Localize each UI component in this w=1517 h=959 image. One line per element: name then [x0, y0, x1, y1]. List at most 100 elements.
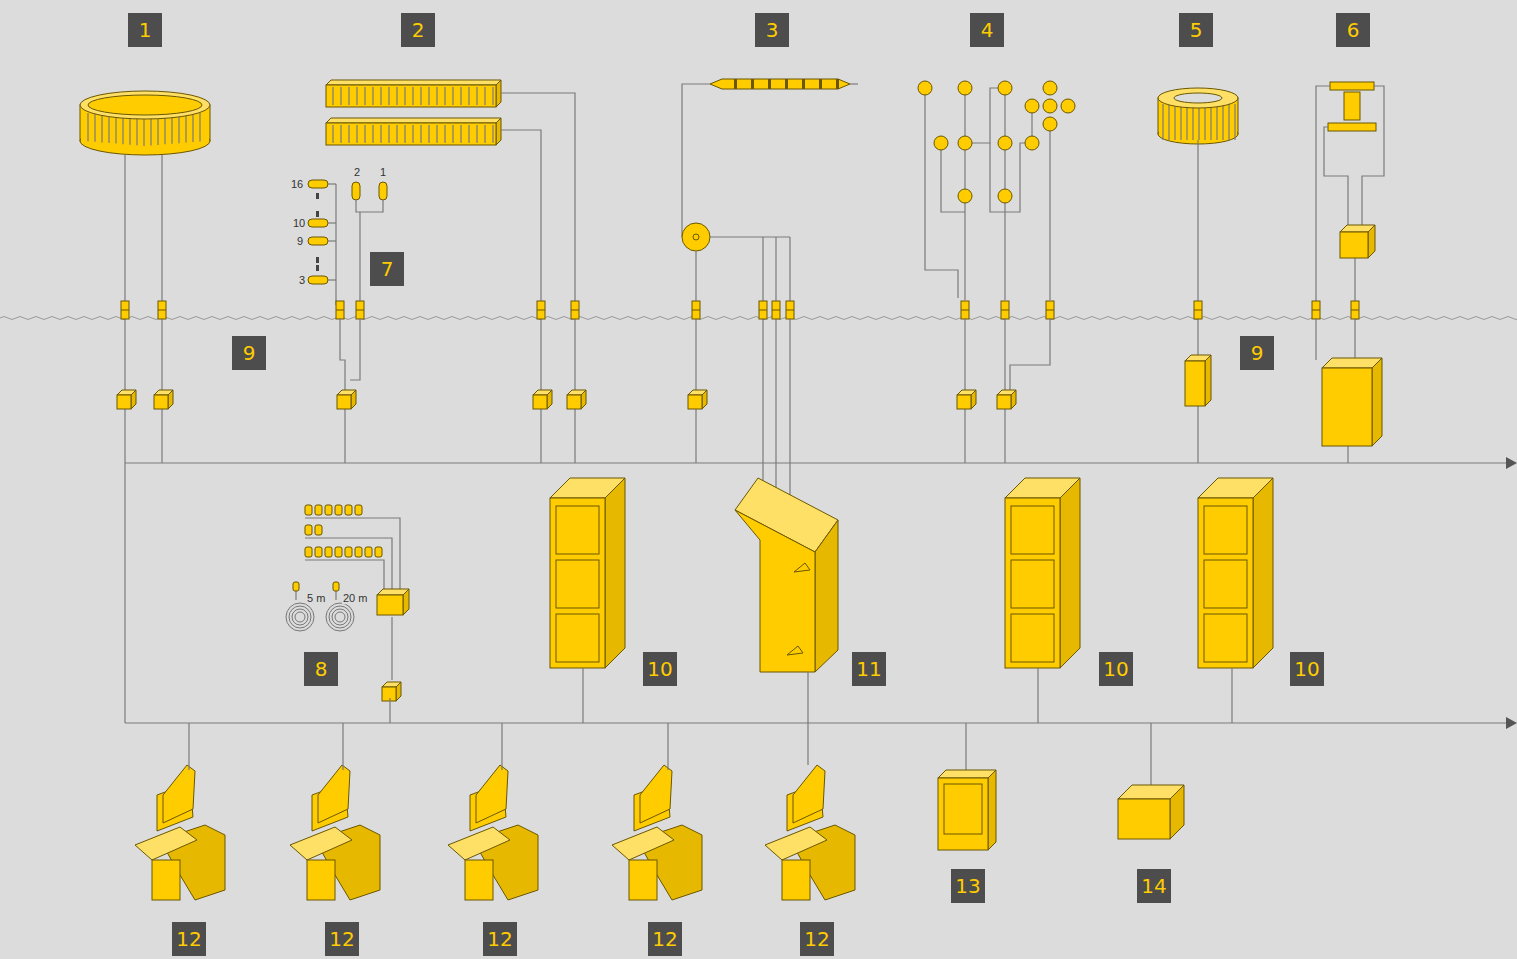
mast-unit — [1344, 92, 1360, 120]
callout-number: 4 — [970, 13, 1004, 47]
callout-number: 3 — [755, 13, 789, 47]
sensor — [308, 276, 328, 284]
transducer — [355, 547, 362, 557]
transducer — [345, 505, 352, 515]
transducer — [345, 547, 352, 557]
cylinder-rib — [108, 113, 109, 143]
array-segment — [768, 79, 771, 89]
cabinet-door — [1204, 560, 1247, 608]
callout-number: 12 — [172, 922, 206, 956]
cabinet-door — [556, 506, 599, 554]
cabinet-door — [1011, 614, 1054, 662]
arrow-head — [1506, 457, 1517, 469]
display-panel-top — [938, 770, 996, 778]
cylinder-rib — [94, 113, 95, 142]
cable-connector — [759, 301, 767, 319]
cable-connector — [356, 301, 364, 319]
hydrophone — [1043, 81, 1057, 95]
cable-connector — [772, 301, 780, 319]
power-cabinet-side — [1372, 358, 1382, 446]
terminal-desk — [448, 827, 510, 860]
wire — [359, 212, 360, 305]
hydrophone — [934, 136, 948, 150]
drum-top — [1158, 88, 1238, 108]
wire — [1150, 723, 1151, 785]
cable-connector — [336, 301, 344, 319]
connector-joint — [786, 310, 794, 311]
wire — [1362, 86, 1384, 230]
bar-rib — [484, 87, 485, 105]
cable-connector — [1351, 301, 1359, 319]
terminal-front — [782, 860, 810, 900]
bar-rib — [436, 87, 437, 105]
control-unit-front — [1340, 232, 1368, 258]
wire — [501, 93, 575, 463]
bar-rib — [484, 125, 485, 143]
bar-rib — [476, 87, 477, 105]
connector-joint — [356, 310, 364, 311]
sensor — [379, 182, 387, 200]
transducer — [305, 505, 312, 515]
transducer — [315, 505, 322, 515]
reel-hub — [693, 234, 699, 240]
hydrophone — [958, 81, 972, 95]
cable-connector — [1194, 301, 1202, 319]
sensor-label: 1 — [379, 166, 387, 178]
cabinet-door — [556, 614, 599, 662]
wire — [305, 560, 384, 590]
hydrophone — [918, 81, 932, 95]
bar-rib — [340, 87, 341, 105]
wire — [188, 723, 189, 770]
bar-rib — [396, 125, 397, 143]
sensor — [308, 219, 328, 227]
connector-joint — [571, 310, 579, 311]
bar-rib — [452, 125, 453, 143]
power-cabinet-front — [1322, 368, 1372, 446]
server-box-front — [1118, 799, 1170, 839]
cabinet-side — [605, 478, 625, 668]
bar-rib — [428, 125, 429, 143]
wire — [1315, 318, 1316, 360]
hydrophone — [1043, 99, 1057, 113]
wire — [389, 698, 390, 723]
wire — [775, 237, 776, 500]
bar-rib — [436, 125, 437, 143]
cylinder-rib — [199, 113, 200, 141]
kiosk-vent — [794, 563, 810, 572]
bar-antenna-front — [326, 123, 496, 145]
bar-rib — [420, 125, 421, 143]
sensor-gap-dot — [316, 265, 319, 271]
transducer — [315, 547, 322, 557]
hydrophone — [1025, 99, 1039, 113]
towed-array — [710, 79, 850, 89]
drum-rib — [1204, 104, 1205, 140]
wire — [350, 318, 360, 380]
array-segment — [751, 79, 754, 89]
cabinet-side — [1060, 478, 1080, 668]
terminal-desk — [765, 827, 827, 860]
display-screen — [944, 784, 982, 834]
connector-joint — [1351, 310, 1359, 311]
cable-connector — [786, 301, 794, 319]
cabinet-front — [1005, 498, 1060, 668]
callout-number: 10 — [1290, 652, 1324, 686]
terminal-front — [152, 860, 180, 900]
cable-connector — [121, 301, 129, 319]
cylinder-rib — [87, 113, 88, 141]
bar-rib — [428, 87, 429, 105]
wire — [305, 538, 392, 590]
display-panel-side — [988, 770, 996, 850]
drum-rib — [1162, 104, 1163, 140]
sensor-label: 3 — [298, 274, 306, 286]
bar-rib — [388, 87, 389, 105]
connector-joint — [1312, 310, 1320, 311]
bar-rib — [372, 87, 373, 105]
array-segment — [734, 79, 737, 89]
callout-number: 8 — [304, 652, 338, 686]
callout-number: 13 — [951, 869, 985, 903]
array-segment — [802, 79, 805, 89]
wire — [335, 184, 336, 305]
drum-rib — [1198, 104, 1199, 140]
bar-rib — [460, 125, 461, 143]
